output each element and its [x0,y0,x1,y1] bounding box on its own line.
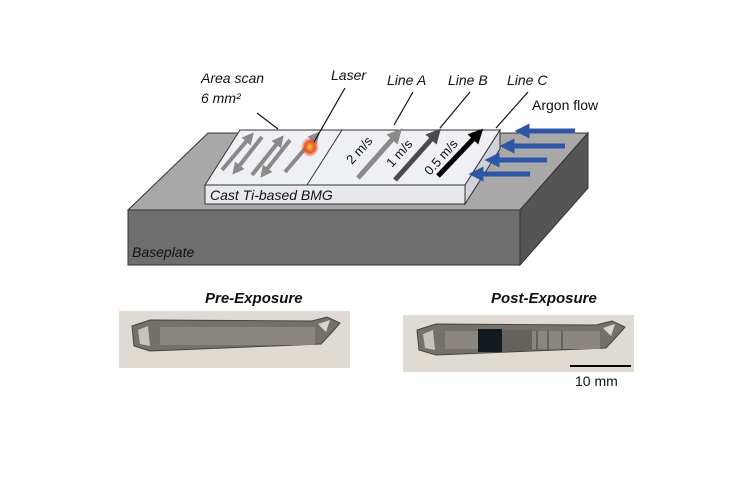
scale-bar-label: 10 mm [575,373,618,389]
sample-label: Cast Ti-based BMG [210,187,333,203]
area-scan-boundary [306,129,343,186]
area-scan-arrow-4 [260,138,292,178]
area-scan-leader [256,112,279,130]
laser-leader [313,87,346,143]
laser-spot [301,137,319,157]
line-b-leader [439,91,471,129]
line-a-label: Line A [387,72,426,88]
argon-flow-arrows [468,123,575,182]
line-a-arrow [356,128,402,180]
post-exposure-photo [403,315,634,372]
area-scan-arrow-3 [250,135,284,177]
line-c-label: Line C [507,72,548,88]
area-scan-arrow-1 [220,132,254,172]
laser-exposed-area [478,329,502,352]
callouts: Area scan 6 mm² Laser Line A Line B Line… [200,67,599,143]
area-scan-arrow-2 [232,135,264,175]
line-c-leader [495,91,529,129]
sample: Cast Ti-based BMG [204,128,501,206]
baseplate-side-face [519,131,589,267]
pre-exposure-photo [119,311,350,368]
line-b-label: Line B [448,72,488,88]
baseplate-label: Baseplate [132,244,194,260]
area-scan-size-label: 6 mm² [201,90,242,106]
line-b-arrow [393,128,441,182]
area-scan-label: Area scan [200,70,264,86]
argon-flow-label: Argon flow [532,97,599,113]
line-a-leader [393,91,414,126]
pre-exposure-title: Pre-Exposure [205,290,303,307]
line-c-arrow [436,128,484,178]
laser-label: Laser [331,67,367,83]
post-exposure-title: Post-Exposure [491,290,597,307]
